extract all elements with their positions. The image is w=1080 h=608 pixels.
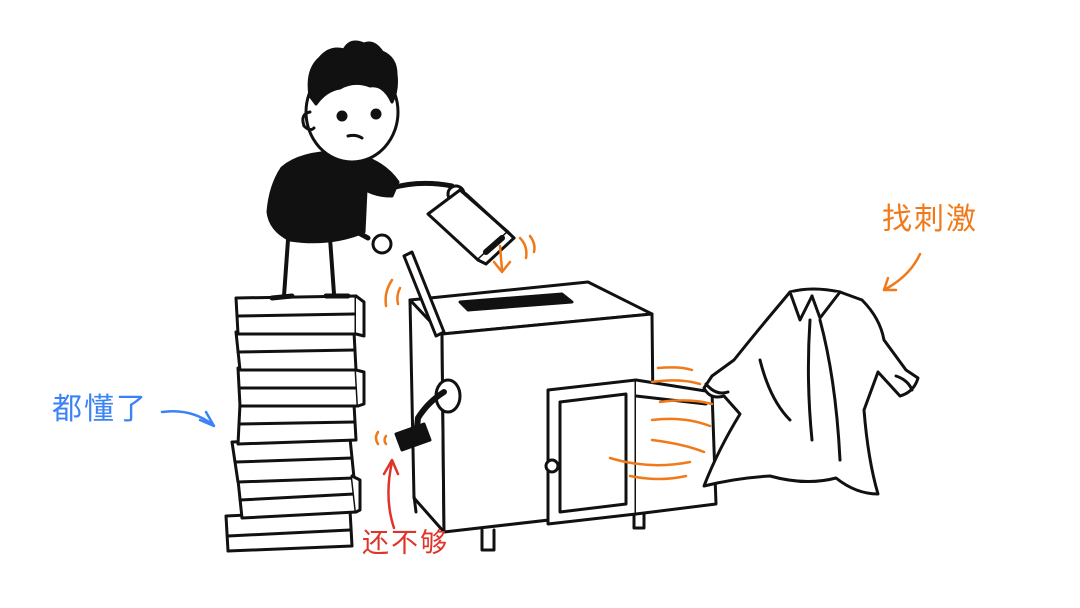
stick-figure xyxy=(266,40,466,301)
label-not-enough: 还不够 xyxy=(362,528,449,559)
crank-arm xyxy=(413,389,447,439)
label-seek-excitement: 找刺激 xyxy=(882,202,978,237)
label-understood: 都懂了 xyxy=(52,392,148,427)
shirt xyxy=(266,150,400,244)
crank-grip xyxy=(394,422,432,452)
lever xyxy=(402,250,446,338)
arrow-excitement xyxy=(882,252,922,292)
machine xyxy=(394,250,718,552)
white-coat xyxy=(702,287,920,496)
open-door xyxy=(634,378,718,516)
book-stack xyxy=(224,294,366,553)
motion-marks-orange xyxy=(374,234,714,481)
hair xyxy=(307,40,398,106)
arrow-understood xyxy=(160,410,216,428)
arrow-not-enough xyxy=(382,458,400,530)
book-slot xyxy=(458,292,574,312)
